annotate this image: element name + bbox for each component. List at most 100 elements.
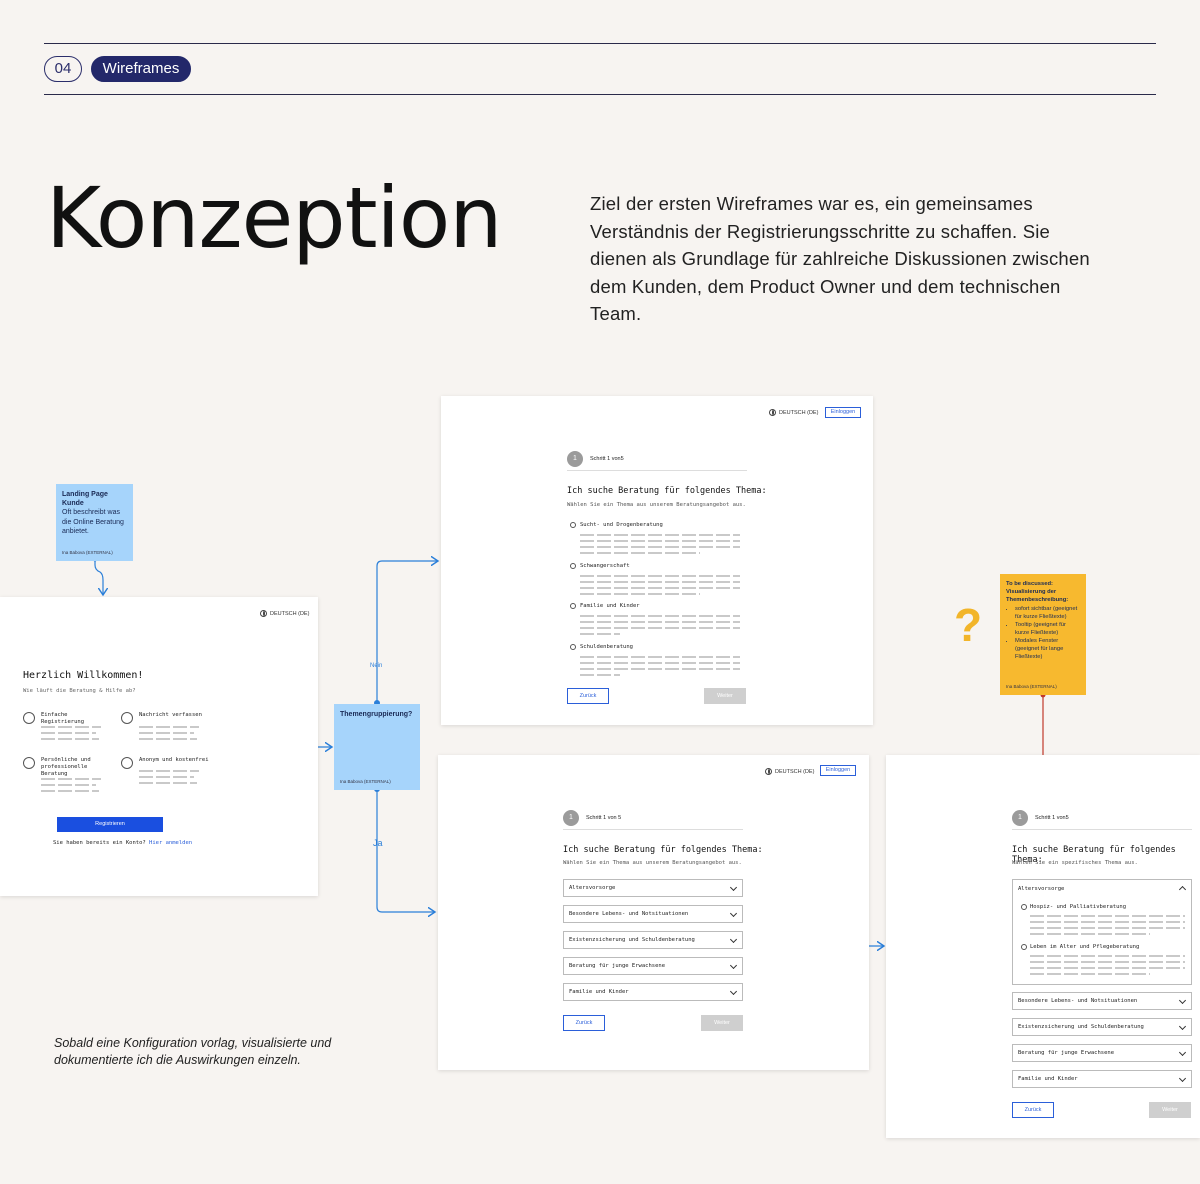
sticky-discussion-item: sofort sichtbar (geeignet für kurze Flie… [1015,605,1080,621]
placeholder-text [580,674,620,676]
topic-radio[interactable] [570,563,576,569]
topic-select[interactable]: Beratung für junge Erwachsene [563,957,743,975]
back-button[interactable]: Zurück [567,688,609,704]
step-indicator: 1 [567,451,583,467]
back-button[interactable]: Zurück [1012,1102,1054,1118]
top-rule [44,43,1156,44]
question-subheading: Wählen Sie ein spezifisches Thema aus. [1012,860,1138,866]
login-prompt-text: Sie haben bereits ein Konto? [53,840,146,846]
topic-select[interactable]: Altersvorsorge [563,879,743,897]
subtopic-radio[interactable] [1021,944,1027,950]
login-link[interactable]: Hier anmelden [149,840,193,846]
placeholder-text [580,656,740,658]
expanded-group-header[interactable]: Altersvorsorge [1013,880,1191,898]
connector-landing-to-welcome [94,559,103,595]
next-button[interactable]: Weiter [1149,1102,1191,1118]
wireframe-select-topics: DEUTSCH (DE) Einloggen 1 Schritt 1 von 5… [438,755,869,1070]
sticky-landing-page: Landing Page Kunde Oft beschreibt was di… [56,484,133,561]
question-mark: ? [954,599,983,651]
topic-select-label: Familie und Kinder [569,989,629,995]
login-button[interactable]: Einloggen [825,407,861,418]
next-button[interactable]: Weiter [701,1015,743,1031]
placeholder-text [1030,933,1150,935]
topic-select[interactable]: Besondere Lebens- und Notsituationen [563,905,743,923]
step-divider [1012,829,1192,830]
chevron-down-icon [1178,996,1187,1005]
sticky-discussion-list: sofort sichtbar (geeignet für kurze Flie… [1006,605,1080,661]
placeholder-text [1030,921,1185,923]
topic-radio[interactable] [570,522,576,528]
topic-select[interactable]: Familie und Kinder [563,983,743,1001]
chevron-down-icon [729,987,738,996]
placeholder-text [1030,973,1150,975]
language-selector[interactable]: DEUTSCH (DE) [260,610,309,617]
topic-select-label: Besondere Lebens- und Notsituationen [1018,998,1138,1004]
placeholder-text [580,581,740,583]
next-button[interactable]: Weiter [704,688,746,704]
flow-label-yes: Ja [373,838,383,848]
back-button[interactable]: Zurück [563,1015,605,1031]
placeholder-text [41,790,99,792]
placeholder-text [580,627,740,629]
expanded-topic-group: Altersvorsorge Hospiz- und Palliativbera… [1012,879,1192,985]
feature-icon [121,757,133,769]
placeholder-text [41,732,96,734]
topic-select-label: Beratung für junge Erwachsene [569,963,666,969]
intro-paragraph: Ziel der ersten Wireframes war es, ein g… [590,193,1090,324]
login-prompt: Sie haben bereits ein Konto? Hier anmeld… [53,840,192,846]
wireframe-expanded-topic: 1 Schritt 1 von5 Ich suche Beratung für … [886,755,1200,1138]
step-indicator: 1 [1012,810,1028,826]
placeholder-text [1030,967,1185,969]
topic-radio[interactable] [570,644,576,650]
placeholder-text [1030,927,1185,929]
section-tag-badge: Wireframes [91,56,191,82]
feature-icon [23,757,35,769]
question-subheading: Wählen Sie ein Thema aus unserem Beratun… [563,860,742,866]
topic-select[interactable]: Existenzsicherung und Schuldenberatung [563,931,743,949]
language-selector[interactable]: DEUTSCH (DE) [765,768,814,775]
placeholder-text [580,633,620,635]
topic-label: Schuldenberatung [580,644,633,650]
topic-select[interactable]: Existenzsicherung und Schuldenberatung [1012,1018,1192,1036]
topic-select[interactable]: Familie und Kinder [1012,1070,1192,1088]
placeholder-text [580,593,700,595]
language-label: DEUTSCH (DE) [270,610,310,617]
sticky-grouping: Themengruppierung? Ina Babova (EXTERNAL) [334,704,420,790]
placeholder-text [41,778,101,780]
caption-text: Sobald eine Konfiguration vorlag, visual… [54,1036,332,1067]
question-heading: Ich suche Beratung für folgendes Thema: [567,486,767,496]
step-label: Schritt 1 von5 [590,456,624,462]
topic-select[interactable]: Besondere Lebens- und Notsituationen [1012,992,1192,1010]
register-button[interactable]: Registrieren [57,817,163,832]
sticky-discussion-item: Tooltip (geeignet für kurze Fließtexte) [1015,621,1080,637]
placeholder-text [139,770,199,772]
language-selector[interactable]: DEUTSCH (DE) [769,409,818,416]
chevron-up-icon [1178,885,1187,894]
step-divider [567,470,747,471]
connector-no-branch [376,561,438,703]
wireframe-radio-topics: DEUTSCH (DE) Einloggen 1 Schritt 1 von5 … [441,396,873,725]
login-button[interactable]: Einloggen [820,765,856,776]
question-subheading: Wählen Sie ein Thema aus unserem Beratun… [567,502,746,508]
placeholder-text [580,621,740,623]
placeholder-text [1030,915,1185,917]
placeholder-text [580,546,740,548]
placeholder-text [580,534,740,536]
feature-icon [23,712,35,724]
flow-label-no: Nein [370,663,383,669]
topic-select[interactable]: Beratung für junge Erwachsene [1012,1044,1192,1062]
feature-title: Persönliche und professionelle Beratung [41,757,91,777]
placeholder-text [41,784,96,786]
topic-select-label: Beratung für junge Erwachsene [1018,1050,1115,1056]
subtopic-label: Hospiz- und Palliativberatung [1030,904,1127,910]
sticky-author: Ina Babova (EXTERNAL) [62,550,113,555]
step-label: Schritt 1 von 5 [586,815,622,821]
placeholder-text [580,587,740,589]
wireframe-welcome: DEUTSCH (DE) Herzlich Willkommen! Wie lä… [0,597,318,896]
sticky-landing-text: Oft beschreibt was die Online Beratung a… [62,509,124,535]
placeholder-text [580,615,740,617]
topic-radio[interactable] [570,603,576,609]
subtopic-radio[interactable] [1021,904,1027,910]
question-heading: Ich suche Beratung für folgendes Thema: [563,845,763,855]
header-bottom-rule [44,94,1156,95]
